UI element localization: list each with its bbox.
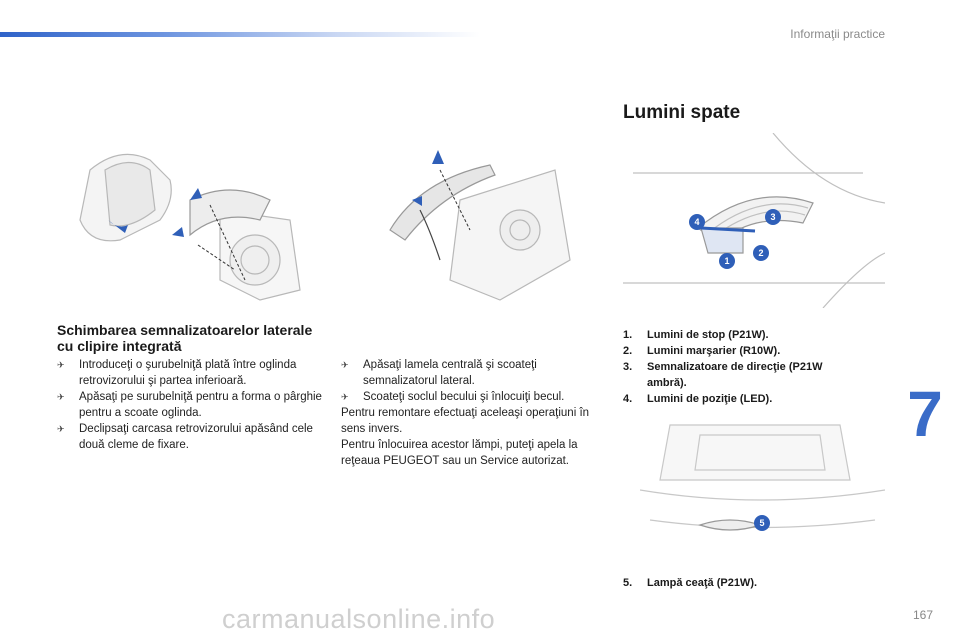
page-number: 167 bbox=[913, 608, 934, 622]
watermark: carmanualsonline.info bbox=[222, 604, 496, 634]
fog-lamp-legend: 5.Lampă ceaţă (P21W). bbox=[623, 575, 823, 591]
fog-lamp-illustration: 5 bbox=[640, 424, 885, 531]
callout-label-5: 5 bbox=[759, 518, 764, 528]
mirror-removal-illustration bbox=[79, 153, 301, 301]
instruction-paragraph: Pentru înlocuirea acestor lămpi, puteţi … bbox=[341, 439, 578, 467]
instructions-column-1: Introduceţi o şurubelniţă plată între og… bbox=[57, 357, 322, 453]
header-title: Informaţii practice bbox=[790, 27, 885, 41]
callout-label-1: 1 bbox=[724, 256, 729, 266]
chapter-number: 7 bbox=[907, 378, 943, 450]
header-accent-bar bbox=[0, 32, 480, 37]
callout-badge-2 bbox=[753, 245, 769, 261]
instructions-column-2: Apăsaţi lamela centrală şi scoateţi semn… bbox=[341, 357, 603, 469]
indicator-removal-illustration bbox=[389, 150, 571, 301]
callout-label-2: 2 bbox=[758, 248, 763, 258]
instruction-bullet: Declipsaţi carcasa retrovizorului apăsân… bbox=[57, 421, 322, 453]
rear-lights-legend: 1.Lumini de stop (P21W). 2.Lumini marşar… bbox=[623, 327, 823, 407]
legend-item: 5.Lampă ceaţă (P21W). bbox=[623, 577, 758, 589]
instruction-bullet: Apăsaţi pe surubelniţă pentru a forma o … bbox=[57, 389, 322, 421]
legend-item: 2.Lumini marşarier (R10W). bbox=[623, 345, 781, 357]
rear-lights-badges: 1 2 3 4 bbox=[623, 133, 885, 308]
subheading: Schimbarea semnalizatoarelor laterale cu… bbox=[57, 322, 313, 354]
legend-item: 3.Semnalizatoare de direcţie (P21W ambră… bbox=[623, 361, 823, 389]
instruction-bullet: Scoateţi soclul becului şi înlocuiţi bec… bbox=[341, 389, 603, 405]
section-title: Lumini spate bbox=[623, 102, 741, 123]
instruction-bullet: Apăsaţi lamela centrală şi scoateţi semn… bbox=[341, 357, 603, 389]
instruction-bullet: Introduceţi o şurubelniţă plată între og… bbox=[57, 357, 322, 389]
rear-lights-illustration bbox=[623, 133, 885, 308]
instruction-paragraph: Pentru remontare efectuaţi aceleaşi oper… bbox=[341, 407, 590, 435]
callout-badge-3 bbox=[765, 209, 781, 225]
callout-label-3: 3 bbox=[770, 212, 775, 222]
callout-badge-4 bbox=[689, 214, 705, 230]
legend-item: 4.Lumini de poziţie (LED). bbox=[623, 393, 773, 405]
callout-badge-5 bbox=[754, 515, 770, 531]
legend-item: 1.Lumini de stop (P21W). bbox=[623, 329, 769, 341]
callout-badge-1 bbox=[719, 253, 735, 269]
callout-label-4: 4 bbox=[694, 217, 699, 227]
